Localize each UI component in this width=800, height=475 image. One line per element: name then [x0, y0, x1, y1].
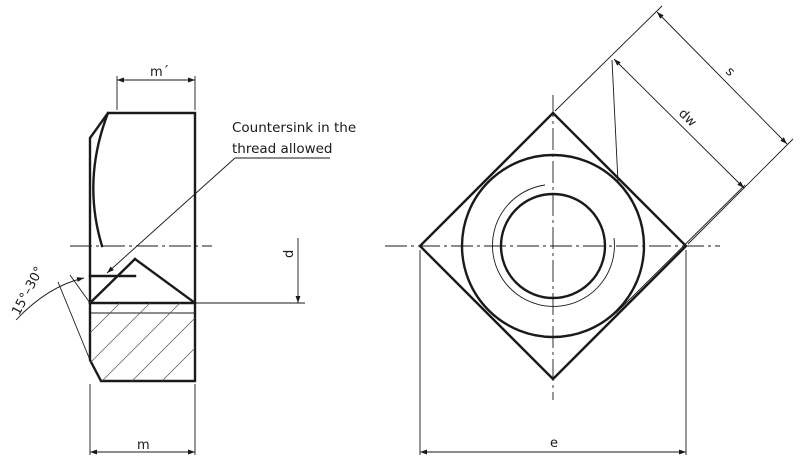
- dw-ext-2: [615, 184, 746, 314]
- top-view: s dw e: [385, 5, 794, 455]
- s-ext-2: [687, 138, 794, 245]
- square-nut-outline: [418, 111, 688, 381]
- chamfer-arc: [92, 111, 110, 248]
- m-label: m: [137, 438, 150, 453]
- side-view: m´ m d 15°–30° Countersink in the thread…: [9, 65, 356, 455]
- note-leader: [106, 157, 236, 274]
- hole-circle: [499, 192, 607, 300]
- angle-ext-line-2: [57, 281, 91, 361]
- dw-label: dw: [675, 106, 699, 130]
- side-outline: [88, 111, 197, 383]
- countersink-left: [88, 257, 137, 305]
- s-dim-line: [656, 11, 788, 145]
- dw-dim-line: [613, 58, 745, 189]
- countersink-right: [133, 257, 197, 305]
- s-ext-1: [554, 5, 663, 112]
- dw-ext-1: [611, 59, 619, 183]
- thread-arc: [492, 184, 615, 307]
- s-label: s: [722, 64, 738, 80]
- angle-arc: [15, 277, 85, 321]
- bearing-face-circle: [460, 153, 646, 339]
- section-hatching: [90, 303, 195, 381]
- angle-ext-line-1: [69, 274, 91, 304]
- e-label: e: [550, 436, 558, 451]
- d-label: d: [282, 250, 297, 258]
- note-line-2: thread allowed: [232, 141, 333, 157]
- angle-label: 15°–30°: [9, 264, 47, 317]
- note-line-1: Countersink in the: [232, 120, 356, 136]
- mprime-label: m´: [150, 65, 169, 80]
